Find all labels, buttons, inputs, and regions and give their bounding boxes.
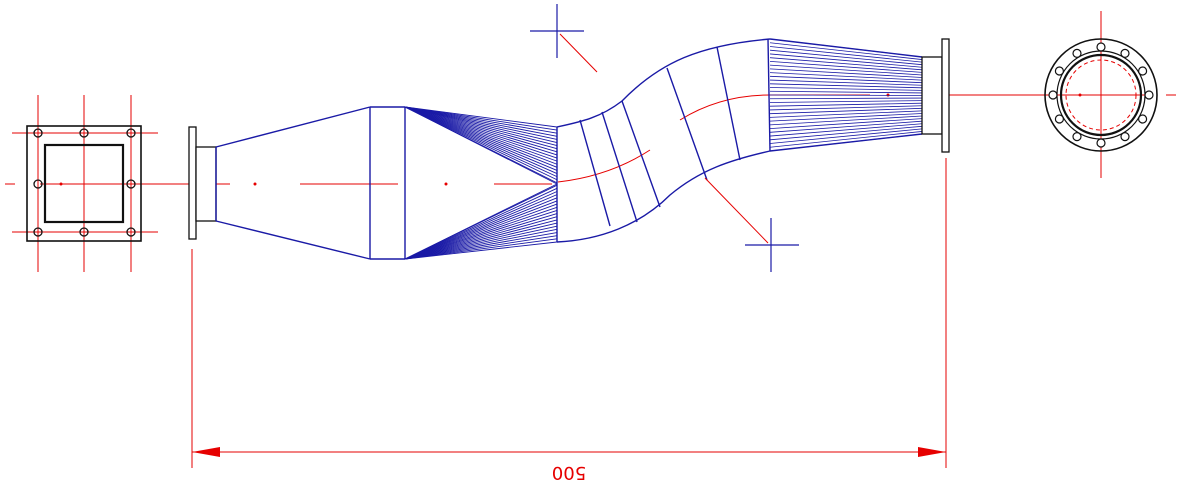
reducer-hatch-line bbox=[769, 115, 923, 126]
fan-line-top bbox=[404, 106, 558, 171]
fan-line-bottom bbox=[404, 222, 558, 260]
right-flange bbox=[921, 38, 950, 153]
reducer-hatch-line bbox=[769, 131, 923, 148]
bolt-hole bbox=[1096, 138, 1106, 148]
reducer-hatch-line bbox=[769, 100, 923, 103]
fan-line-top bbox=[404, 106, 558, 153]
reducer-hatch-line bbox=[769, 125, 923, 141]
fan-line-bottom bbox=[404, 241, 558, 260]
fan-line-bottom bbox=[404, 197, 558, 260]
fan-line-top bbox=[404, 106, 558, 128]
reducer-hatch-line bbox=[769, 64, 923, 76]
reducer-hatch-line bbox=[769, 57, 923, 71]
bolt-hole bbox=[1072, 48, 1082, 59]
fan-line-top bbox=[404, 106, 558, 185]
square-flange-view bbox=[5, 95, 207, 272]
fan-line-top bbox=[404, 106, 558, 156]
left-flange bbox=[188, 126, 217, 240]
fan-line-top bbox=[404, 106, 558, 178]
dimension-arrow-left bbox=[192, 447, 220, 457]
bolt-hole-ring bbox=[1048, 42, 1154, 148]
bolt-hole bbox=[1144, 90, 1154, 100]
fan-line-bottom bbox=[404, 235, 558, 260]
reducer-hatch-line bbox=[769, 90, 923, 94]
bend-center-marker-bottom bbox=[704, 177, 799, 272]
fan-line-bottom bbox=[404, 238, 558, 260]
axis-centerlines bbox=[215, 93, 1032, 186]
s-bend-elbow bbox=[556, 38, 771, 243]
fan-line-top bbox=[404, 106, 558, 134]
fan-line-bottom bbox=[404, 206, 558, 260]
dimension-arrow-right bbox=[918, 447, 946, 457]
reducer-hatch-lines bbox=[769, 38, 923, 152]
fan-line-bottom bbox=[404, 219, 558, 260]
reducer-hatch-line bbox=[769, 110, 923, 118]
fan-line-bottom bbox=[404, 225, 558, 260]
reducer-hatch-line bbox=[769, 107, 923, 115]
straight-body bbox=[369, 106, 406, 260]
fan-line-top bbox=[404, 106, 558, 150]
fan-line-top bbox=[404, 106, 558, 137]
bolt-hole bbox=[1137, 66, 1148, 76]
fan-line-bottom bbox=[404, 187, 558, 260]
bolt-hole bbox=[1137, 114, 1148, 124]
bolt-hole bbox=[1120, 48, 1130, 59]
reducer-hatch-line bbox=[769, 105, 923, 111]
reducer-hatch-line bbox=[769, 46, 923, 63]
round-flange-view bbox=[1032, 11, 1176, 178]
bend-center-marker-top bbox=[530, 4, 598, 73]
conical-reducer bbox=[769, 38, 923, 152]
reducer-hatch-line bbox=[769, 68, 923, 78]
fan-line-bottom bbox=[404, 228, 558, 260]
bolt-hole bbox=[1072, 132, 1082, 142]
fan-line-bottom bbox=[404, 213, 558, 260]
reducer-hatch-line bbox=[769, 87, 923, 91]
reducer-hatch-line bbox=[769, 49, 923, 66]
fan-line-top bbox=[404, 106, 558, 162]
fan-line-top bbox=[404, 106, 558, 168]
reducer-hatch-line bbox=[769, 83, 923, 89]
reducer-hatch-line bbox=[769, 53, 923, 68]
fan-line-top bbox=[404, 106, 558, 140]
fan-line-bottom bbox=[404, 200, 558, 260]
fan-line-bottom bbox=[404, 183, 558, 260]
fan-line-top bbox=[404, 106, 558, 131]
converging-fan-lines bbox=[404, 106, 558, 260]
reducer-hatch-line bbox=[769, 113, 923, 122]
reducer-hatch-line bbox=[769, 123, 923, 137]
reducer-hatch-line bbox=[769, 120, 923, 133]
reducer-hatch-line bbox=[769, 75, 923, 84]
fan-line-bottom bbox=[404, 232, 558, 260]
reducer-hatch-line bbox=[769, 72, 923, 81]
fan-line-top bbox=[404, 106, 558, 147]
fan-line-bottom bbox=[404, 194, 558, 260]
bolt-hole bbox=[1096, 42, 1106, 52]
reducer-hatch-line bbox=[769, 97, 923, 100]
fan-line-bottom bbox=[404, 216, 558, 260]
fan-line-bottom bbox=[404, 191, 558, 260]
reducer-hatch-line bbox=[769, 79, 923, 86]
bolt-hole bbox=[1054, 66, 1065, 76]
fan-line-top bbox=[404, 106, 558, 174]
fan-line-top bbox=[404, 106, 558, 181]
reducer-hatch-line bbox=[769, 128, 923, 144]
bolt-hole bbox=[1120, 132, 1130, 142]
reducer-hatch-line bbox=[769, 94, 923, 96]
reducer-hatch-line bbox=[769, 42, 923, 60]
fan-line-top bbox=[404, 106, 558, 165]
fan-line-top bbox=[404, 106, 558, 143]
reducer-hatch-line bbox=[769, 102, 923, 107]
bolt-hole bbox=[1054, 114, 1065, 124]
reducer-hatch-line bbox=[769, 118, 923, 129]
expanding-transition bbox=[215, 106, 371, 260]
dimension-label: 500 bbox=[552, 462, 586, 483]
fan-line-bottom bbox=[404, 203, 558, 260]
fan-line-top bbox=[404, 106, 558, 159]
overall-length-dimension: 500 bbox=[191, 158, 947, 483]
fan-line-bottom bbox=[404, 209, 558, 260]
bolt-hole bbox=[1048, 90, 1058, 100]
reducer-hatch-line bbox=[769, 61, 923, 73]
